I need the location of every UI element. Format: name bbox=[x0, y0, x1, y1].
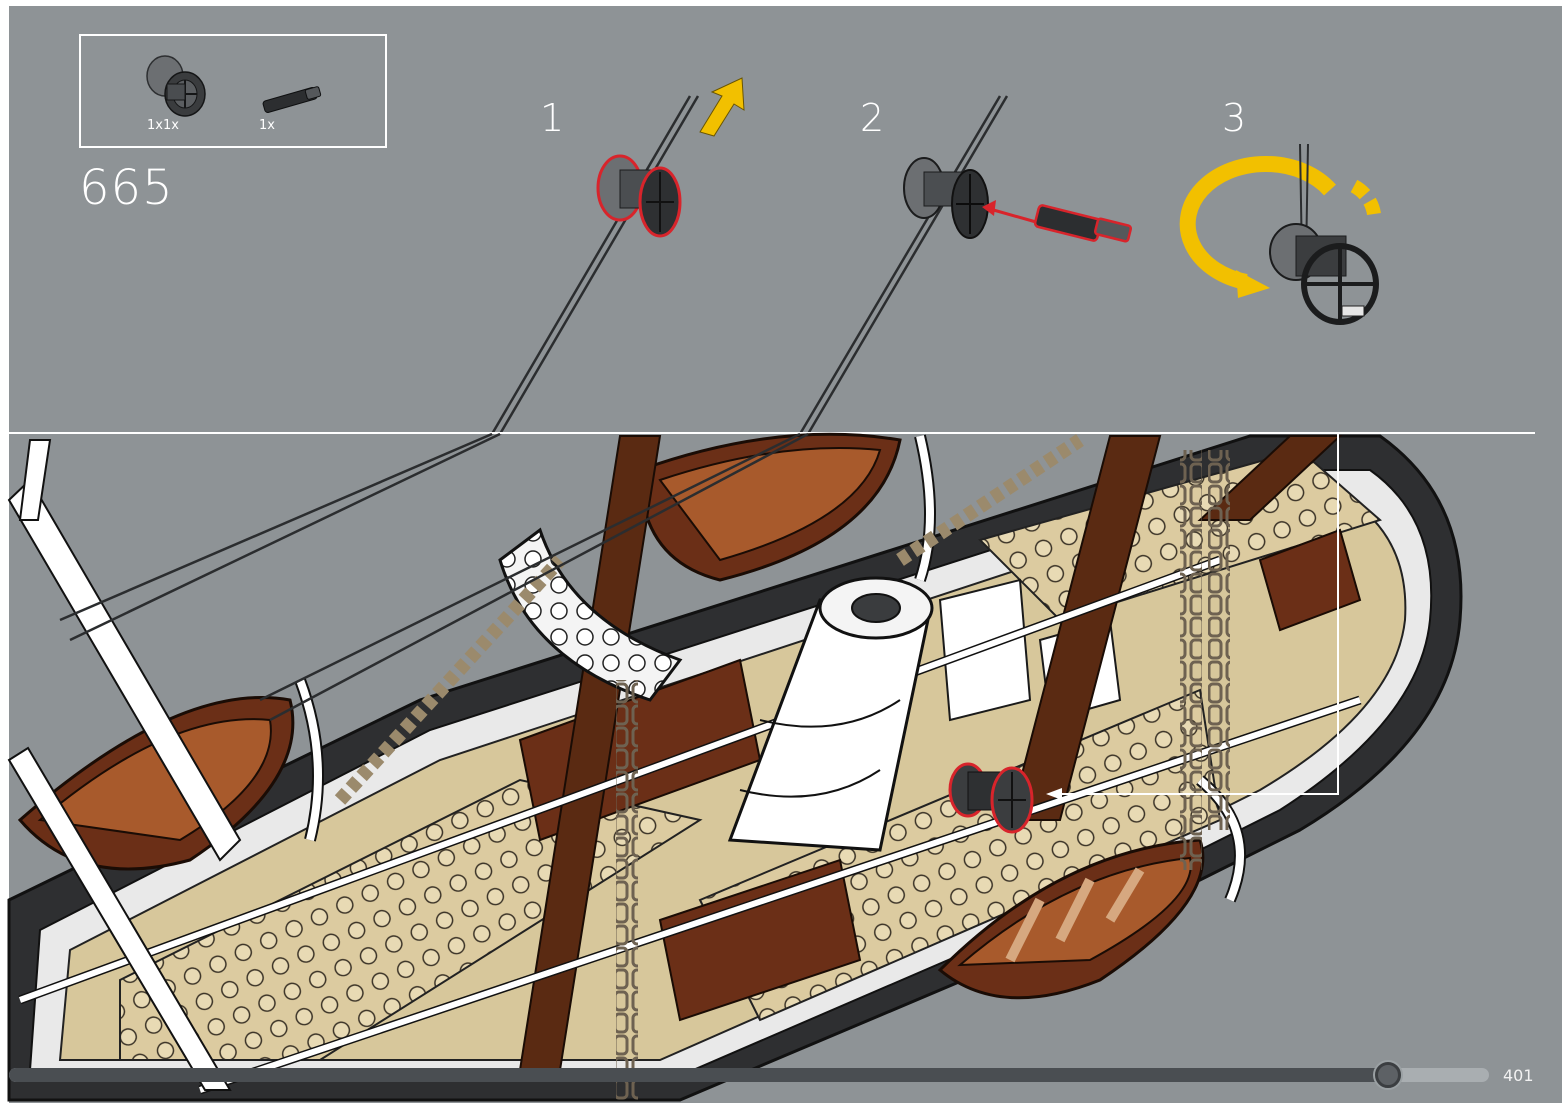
spool-with-pin bbox=[903, 157, 989, 239]
winch-spool-icon bbox=[146, 55, 206, 117]
section-divider bbox=[9, 432, 1535, 434]
chain-ladders bbox=[616, 450, 1230, 1100]
spool-highlighted-in-model bbox=[948, 762, 1034, 834]
spool-wound bbox=[1269, 143, 1379, 325]
substep-3-label: 3 bbox=[1222, 96, 1247, 140]
lifeboat bbox=[638, 432, 902, 582]
spool-highlighted bbox=[596, 154, 682, 238]
rope bbox=[334, 434, 1084, 805]
page-border-top bbox=[0, 0, 1562, 6]
part-qty-pin: 1x bbox=[259, 118, 275, 133]
substep-1-label: 1 bbox=[540, 96, 565, 140]
page-slider-thumb[interactable] bbox=[1375, 1062, 1402, 1088]
arrow-insert-icon bbox=[982, 200, 1037, 224]
parts-list-box: 1x1x 1x bbox=[79, 34, 387, 148]
parts-list-art bbox=[146, 55, 322, 117]
page-border-left bbox=[0, 0, 9, 1109]
funnel bbox=[727, 576, 934, 852]
substep-2-label: 2 bbox=[860, 96, 885, 140]
part-qty-spool: 1x1x bbox=[147, 118, 179, 133]
page-slider-fill bbox=[9, 1068, 1389, 1082]
technic-pin-icon bbox=[262, 86, 322, 113]
callout-line bbox=[1046, 434, 1339, 800]
arrow-up-icon bbox=[699, 77, 745, 137]
lifeboat bbox=[937, 838, 1205, 1000]
page-border-bottom bbox=[0, 1103, 1562, 1109]
spars bbox=[7, 439, 242, 1091]
rotate-arrow-icon bbox=[1179, 155, 1381, 298]
rigging-line-2 bbox=[798, 95, 1009, 435]
page-number: 401 bbox=[1503, 1066, 1534, 1085]
substep-illustrations bbox=[490, 77, 1381, 435]
rigging-lines-lower bbox=[59, 432, 809, 722]
step-number: 665 bbox=[79, 160, 174, 216]
rigging-line-1 bbox=[490, 95, 700, 435]
technic-pin-icon bbox=[1033, 204, 1133, 243]
